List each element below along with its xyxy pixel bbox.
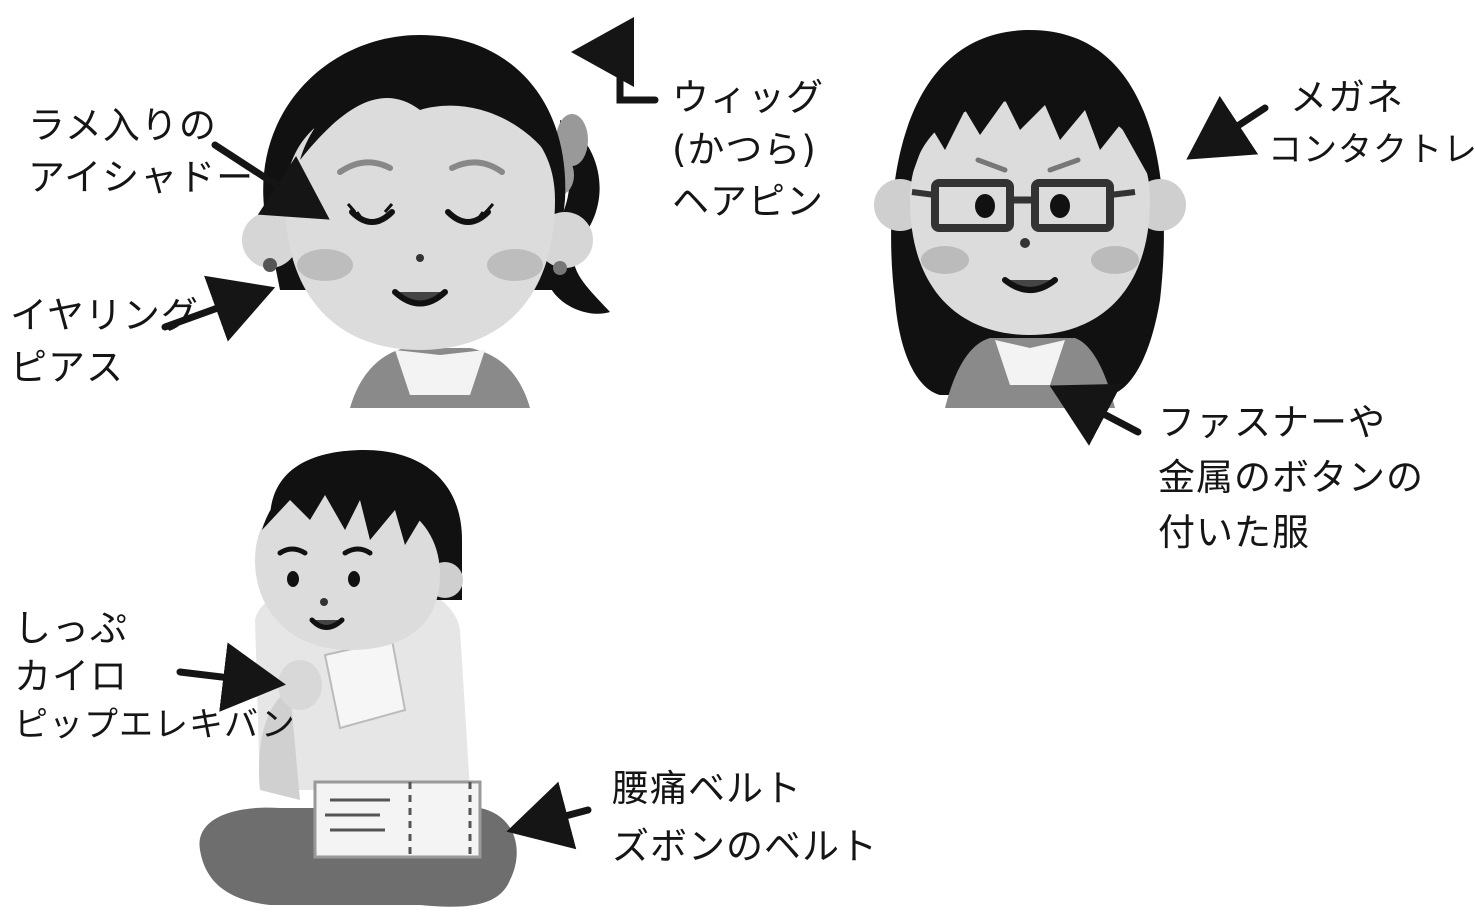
label-line: アイシャドー [28, 156, 255, 199]
label-line: 金属のボタンの [1158, 456, 1424, 499]
label-line: しっぷ [14, 607, 128, 650]
label-line: メガネ [1290, 76, 1404, 119]
woman-with-back-belt-illustration [199, 450, 517, 907]
label-earring: イヤリング ピアス [10, 290, 199, 394]
label-line: カイロ [14, 655, 128, 698]
label-wig: ウィッグ (かつら) ヘアピン [672, 72, 824, 228]
label-line: イヤリング [10, 294, 199, 337]
label-clothes: ファスナーや 金属のボタンの 付いた服 [1158, 395, 1424, 560]
label-line: ピアス [10, 346, 124, 389]
woman-with-glasses-illustration [874, 30, 1186, 408]
label-line: ウィッグ [672, 76, 824, 119]
label-belt: 腰痛ベルト ズボンのベルト [612, 760, 878, 876]
label-line: ラメ入りの [28, 104, 217, 147]
label-line: ヘアピン [672, 180, 824, 223]
label-glasses: メガネ コンタクトレンズ [1268, 72, 1475, 176]
arrow-icon [161, 17, 1269, 850]
label-line: ズボンのベルト [612, 825, 878, 868]
woman-with-wig-illustration [242, 35, 610, 408]
label-line: ピップエレキバン [14, 705, 296, 745]
label-compress: しっぷ カイロ ピップエレキバン [14, 605, 296, 749]
label-line: ファスナーや [1158, 401, 1386, 444]
label-line: コンタクトレンズ [1268, 130, 1475, 170]
label-eyeshadow: ラメ入りの アイシャドー [28, 100, 254, 204]
label-line: 腰痛ベルト [612, 767, 802, 810]
label-line: (かつら) [672, 128, 817, 171]
label-line: 付いた服 [1158, 511, 1310, 554]
